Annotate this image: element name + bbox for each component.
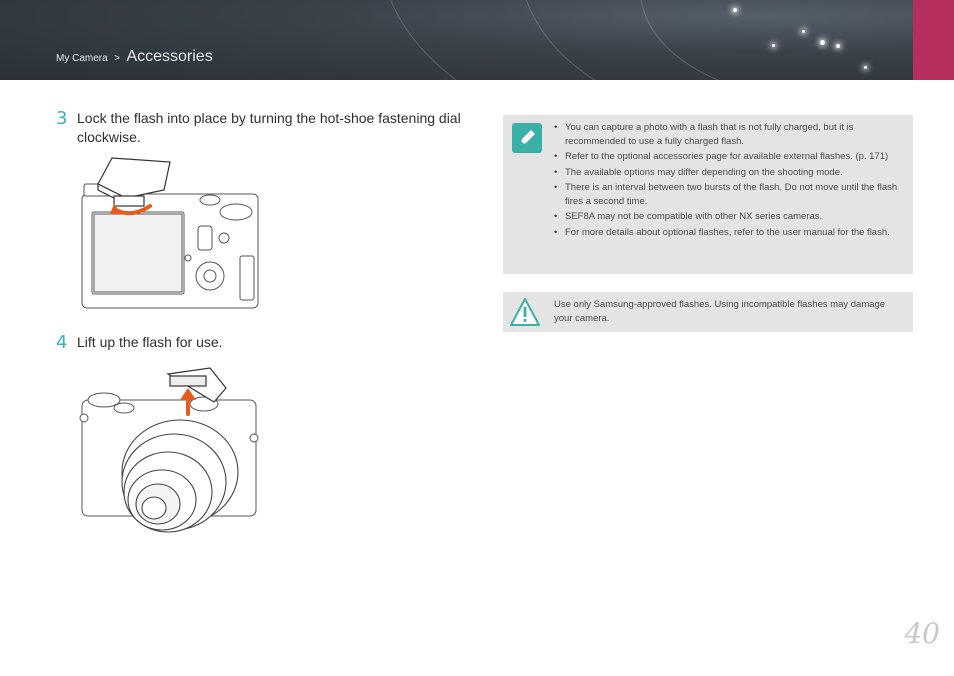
note-list: You can capture a photo with a flash tha… (554, 121, 906, 241)
sparkle (820, 40, 825, 45)
breadcrumb-separator: > (114, 53, 120, 64)
sparkle (733, 8, 737, 12)
warning-triangle-icon (510, 298, 540, 326)
camera-back-flash-illustration (81, 157, 259, 309)
step-number: 4 (56, 332, 68, 353)
breadcrumb: My Camera > Accessories (56, 48, 213, 66)
page-header: My Camera > Accessories (0, 0, 954, 80)
note-item: SEF8A may not be compatible with other N… (554, 210, 906, 224)
note-item: Refer to the optional accessories page f… (554, 150, 906, 164)
step-4: 4 Lift up the flash for use. (56, 333, 476, 352)
pencil-note-icon (512, 123, 542, 153)
sparkle (836, 44, 840, 48)
warning-text: Use only Samsung-approved flashes. Using… (554, 299, 886, 324)
sparkle (864, 66, 867, 69)
note-item: There is an interval between two bursts … (554, 181, 906, 208)
warning-box: Use only Samsung-approved flashes. Using… (503, 292, 913, 332)
sparkle (772, 44, 775, 47)
camera-front-flash-up-illustration (79, 367, 259, 533)
breadcrumb-parent[interactable]: My Camera (56, 53, 108, 64)
section-tab (913, 0, 954, 80)
page-number: 40 (904, 617, 940, 650)
note-item: The available options may differ dependi… (554, 166, 906, 180)
step-number: 3 (56, 108, 68, 129)
note-item: For more details about optional flashes,… (554, 226, 906, 240)
note-item: You can capture a photo with a flash tha… (554, 121, 906, 148)
step-3: 3 Lock the flash into place by turning t… (56, 109, 476, 147)
note-box: You can capture a photo with a flash tha… (503, 115, 913, 274)
step-text: Lift up the flash for use. (77, 334, 223, 350)
sparkle (802, 30, 805, 33)
step-text: Lock the flash into place by turning the… (77, 110, 461, 145)
breadcrumb-current: Accessories (126, 48, 213, 65)
